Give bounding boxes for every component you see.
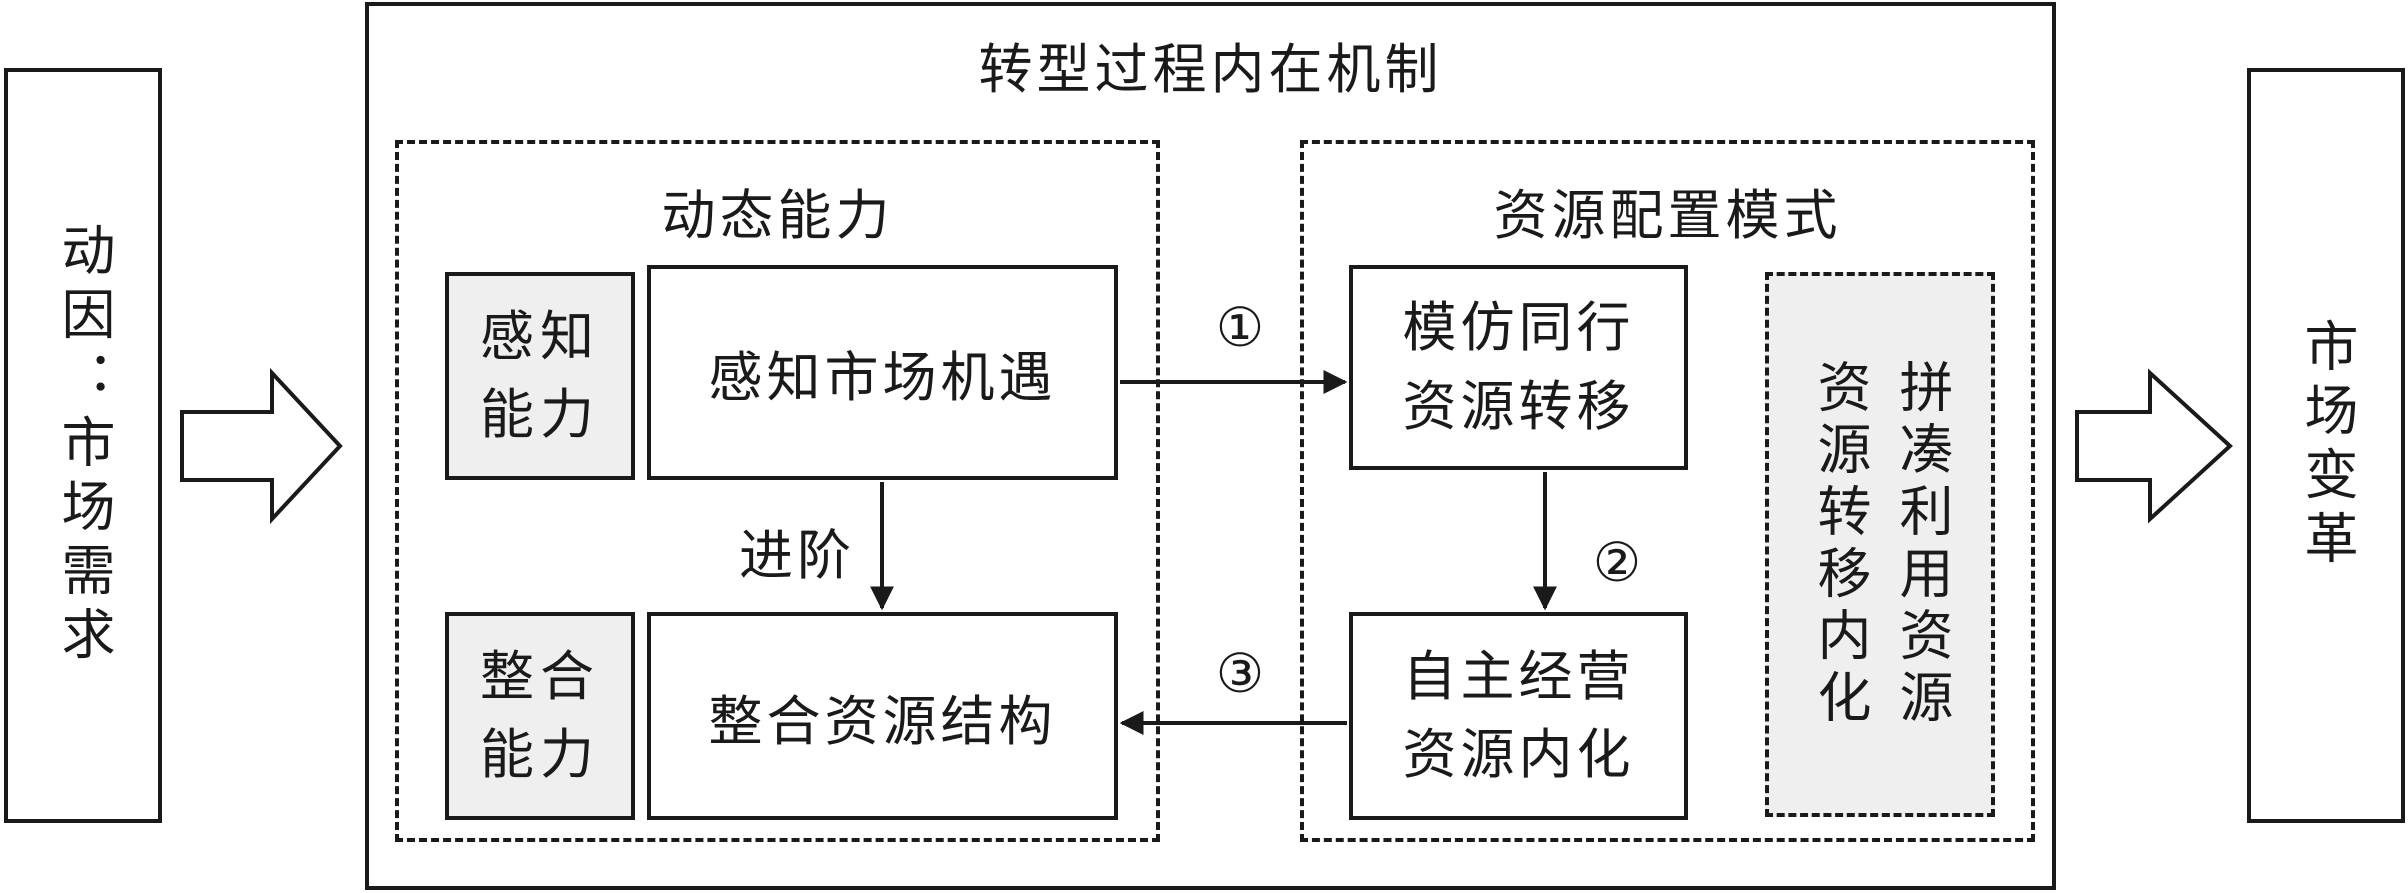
driver-label: 动因：市场需求 xyxy=(52,221,115,670)
resource-side-panel: 拼凑利用资源 资源转移内化 xyxy=(1765,272,1995,817)
integrate-resource-structure-text: 整合资源结构 xyxy=(708,689,1057,753)
autonomous-operation-box: 自主经营 资源内化 xyxy=(1349,612,1688,820)
sensing-capability-label-box: 感知 能力 xyxy=(445,272,635,480)
autonomous-operation-text: 自主经营 资源内化 xyxy=(1402,644,1635,786)
integrating-capability-label: 整合 能力 xyxy=(480,644,600,786)
outcome-box: 市场变革 xyxy=(2247,68,2405,823)
arrow-three-label: ③ xyxy=(1215,641,1265,705)
outcome-label: 市场变革 xyxy=(2295,317,2358,574)
resource-mode-group xyxy=(1300,140,2035,842)
output-big-arrow-icon xyxy=(2075,368,2233,524)
sense-market-opportunity-box: 感知市场机遇 xyxy=(647,265,1118,480)
integrate-resource-structure-box: 整合资源结构 xyxy=(647,612,1118,820)
sensing-capability-label: 感知 能力 xyxy=(480,304,600,446)
arrow-two-label: ② xyxy=(1592,530,1642,594)
mechanism-frame xyxy=(365,2,2056,890)
advance-label: 进阶 xyxy=(739,523,855,587)
driver-box: 动因：市场需求 xyxy=(4,68,162,823)
integrating-capability-label-box: 整合 能力 xyxy=(445,612,635,820)
dynamic-capability-title: 动态能力 xyxy=(661,183,894,247)
arrow-one-label: ① xyxy=(1215,295,1265,359)
dynamic-capability-group xyxy=(395,140,1160,842)
mechanism-title: 转型过程内在机制 xyxy=(978,37,1443,101)
imitate-peers-text: 模仿同行 资源转移 xyxy=(1402,296,1635,438)
sense-market-opportunity-text: 感知市场机遇 xyxy=(708,346,1057,409)
resource-mode-title: 资源配置模式 xyxy=(1493,183,1842,247)
side-panel-column-left: 资源转移内化 xyxy=(1808,358,1871,731)
input-big-arrow-icon xyxy=(180,367,343,525)
side-panel-column-right: 拼凑利用资源 xyxy=(1890,358,1953,731)
imitate-peers-box: 模仿同行 资源转移 xyxy=(1349,265,1688,470)
